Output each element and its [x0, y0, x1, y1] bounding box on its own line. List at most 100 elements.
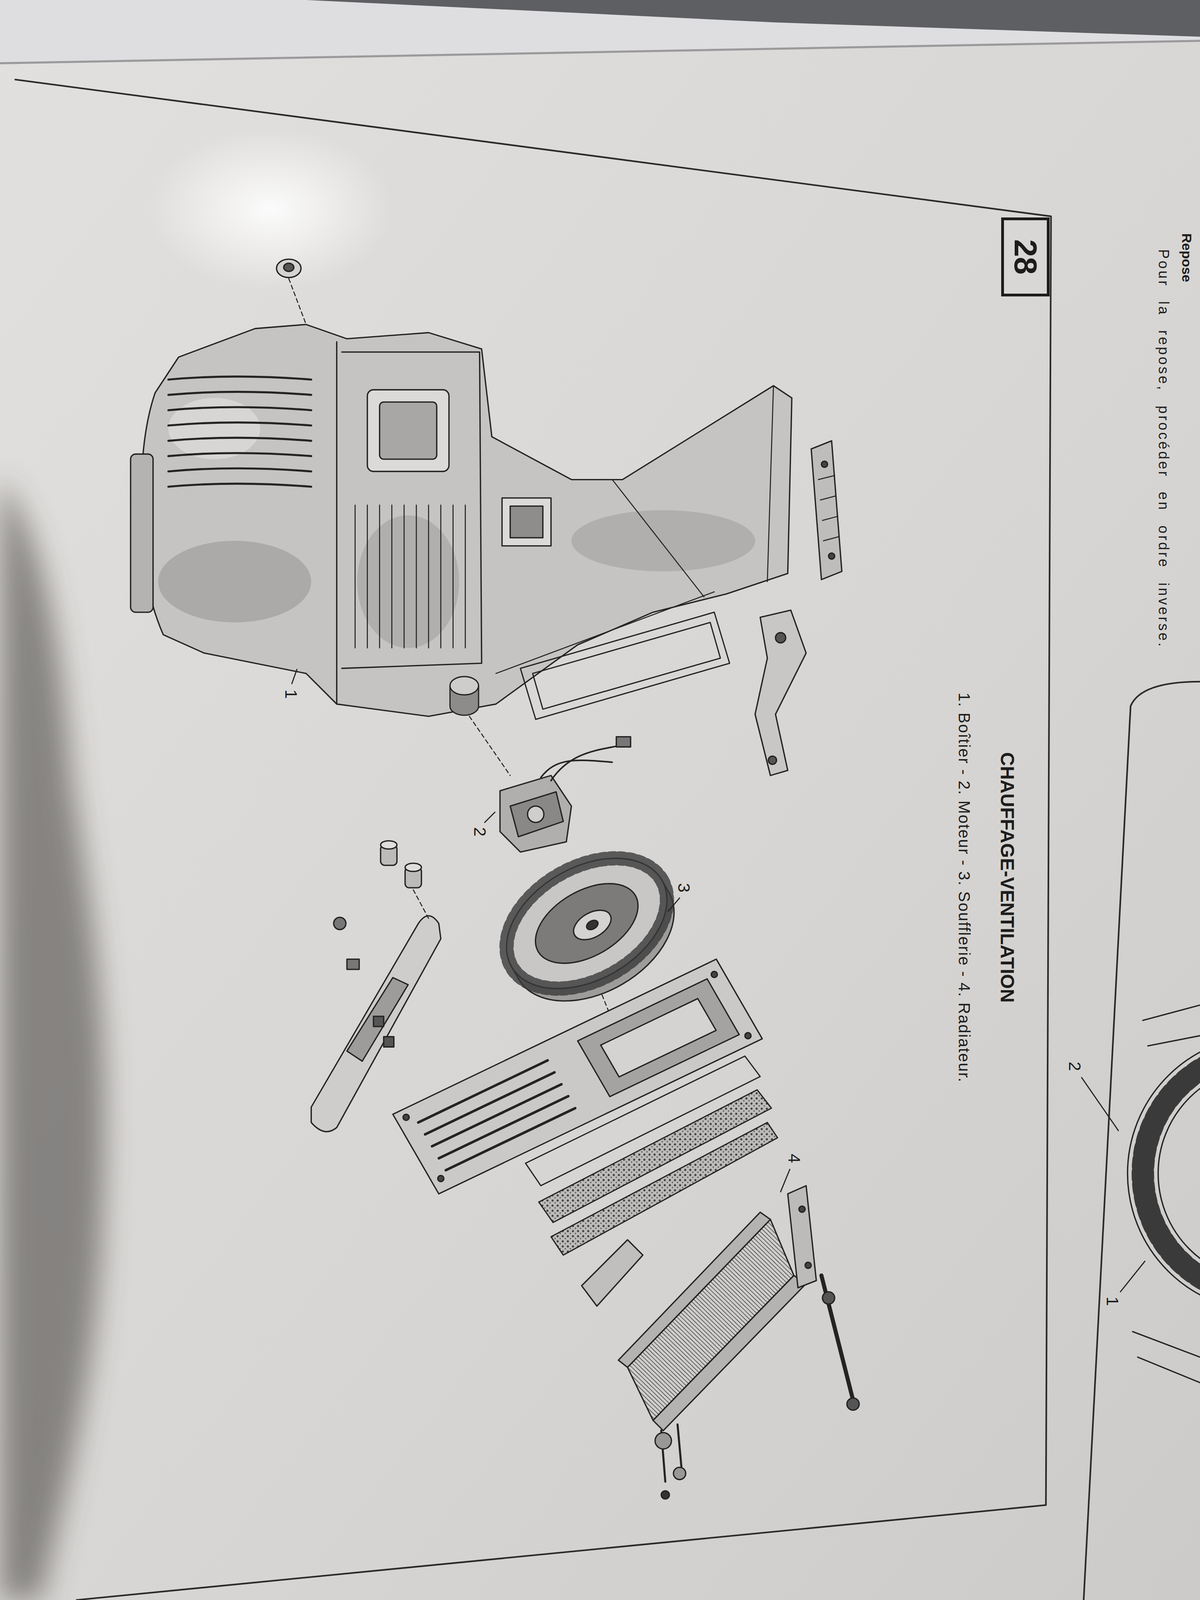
heater-radiator — [581, 1185, 860, 1499]
heater-radiator — [655, 1432, 672, 1449]
control-bracket — [380, 840, 397, 850]
control-bracket — [333, 917, 347, 930]
cover-plate — [744, 1032, 751, 1039]
control-bracket — [373, 1016, 384, 1027]
grommet — [450, 676, 511, 776]
housing — [283, 263, 295, 272]
photo-ground — [0, 0, 1200, 64]
housing — [141, 324, 792, 717]
housing — [336, 341, 338, 704]
blower-wheel — [568, 903, 617, 946]
photo-ground — [305, 0, 1200, 37]
leader-lines — [668, 898, 680, 912]
leader-lines — [780, 1169, 790, 1193]
callout-number: 4 — [784, 1153, 804, 1164]
control-bracket — [413, 889, 429, 919]
leader-lines — [291, 669, 297, 684]
motor — [616, 736, 631, 748]
housing — [341, 351, 482, 669]
figure-title: CHAUFFAGE-VENTILATION — [996, 752, 1019, 1003]
parts-caption: 1. Boîtier - 2. Moteur - 3. Soufflerie -… — [955, 692, 974, 1083]
box-text: 28 — [1007, 239, 1043, 275]
figure-frame — [15, 79, 1200, 1600]
photo-ground — [148, 127, 393, 291]
vent-strip — [821, 461, 828, 468]
blower-detail — [1132, 1005, 1200, 1383]
housing — [501, 498, 551, 547]
housing — [496, 385, 774, 674]
cover-plate — [403, 1114, 410, 1121]
heater-radiator — [805, 1262, 812, 1269]
housing — [288, 278, 307, 325]
leader-lines — [1120, 1261, 1145, 1292]
housing — [367, 389, 450, 472]
control-bracket — [405, 863, 422, 872]
vent-strip — [828, 553, 835, 560]
leader-lines — [1081, 1077, 1119, 1131]
gasket — [520, 612, 730, 720]
housing — [510, 505, 543, 538]
housing — [158, 540, 312, 623]
cover-plate — [600, 998, 717, 1077]
gasket — [532, 622, 721, 710]
housing — [130, 259, 792, 717]
grommet — [469, 716, 511, 776]
blower-wheel — [584, 918, 600, 932]
note-text: Pour la repose, procéder en ordre invers… — [1151, 233, 1176, 662]
heater-radiator — [846, 1398, 860, 1411]
heater-radiator — [581, 1239, 643, 1306]
photo-ground — [0, 40, 1200, 64]
housing — [571, 510, 756, 572]
photo-ground — [0, 479, 105, 1600]
section-heading: Repose — [1178, 233, 1195, 283]
heater-radiator — [653, 1275, 807, 1431]
housing — [168, 376, 312, 487]
heater-radiator — [822, 1291, 835, 1304]
control-bracket — [311, 915, 441, 1132]
photo-ground — [0, 40, 1200, 1600]
housing — [130, 453, 154, 613]
cover-plate — [437, 1175, 444, 1182]
heater-radiator — [618, 1212, 771, 1368]
callout-number: 1 — [1102, 1296, 1122, 1306]
figure-number-box: 28 — [1001, 217, 1050, 297]
gasket — [520, 612, 730, 720]
cover-plate — [577, 978, 740, 1097]
heater-radiator — [821, 1275, 856, 1408]
leader-lines — [484, 812, 495, 823]
housing — [379, 401, 437, 460]
cover-plate — [418, 1060, 575, 1171]
grommet — [450, 676, 479, 695]
motor — [540, 744, 623, 781]
heater-radiator — [661, 1490, 670, 1500]
motor — [510, 791, 564, 837]
bracket — [755, 610, 807, 776]
motor — [500, 736, 631, 853]
heater-radiator — [787, 1185, 817, 1288]
figure-frame — [15, 79, 1052, 1600]
vent-strip — [811, 440, 842, 580]
control-bracket — [311, 840, 441, 1132]
heater-radiator — [673, 1467, 686, 1480]
cover-plate — [711, 971, 718, 978]
vent-strip — [818, 475, 839, 541]
blower-detail — [1127, 1005, 1200, 1383]
control-bracket — [346, 959, 360, 970]
bracket — [755, 610, 807, 776]
callout-number: 1 — [281, 689, 301, 699]
control-bracket — [383, 1036, 395, 1048]
bracket — [768, 755, 777, 765]
motor — [527, 805, 544, 823]
housing — [357, 515, 460, 649]
leader-lines — [291, 669, 1145, 1293]
motor — [500, 775, 572, 852]
vent-strip — [811, 440, 842, 580]
housing — [276, 259, 302, 278]
blower-detail — [1142, 1051, 1200, 1297]
callout-number: 2 — [470, 827, 490, 837]
callout-number: 2 — [1065, 1061, 1085, 1072]
blower-wheel — [521, 867, 652, 980]
